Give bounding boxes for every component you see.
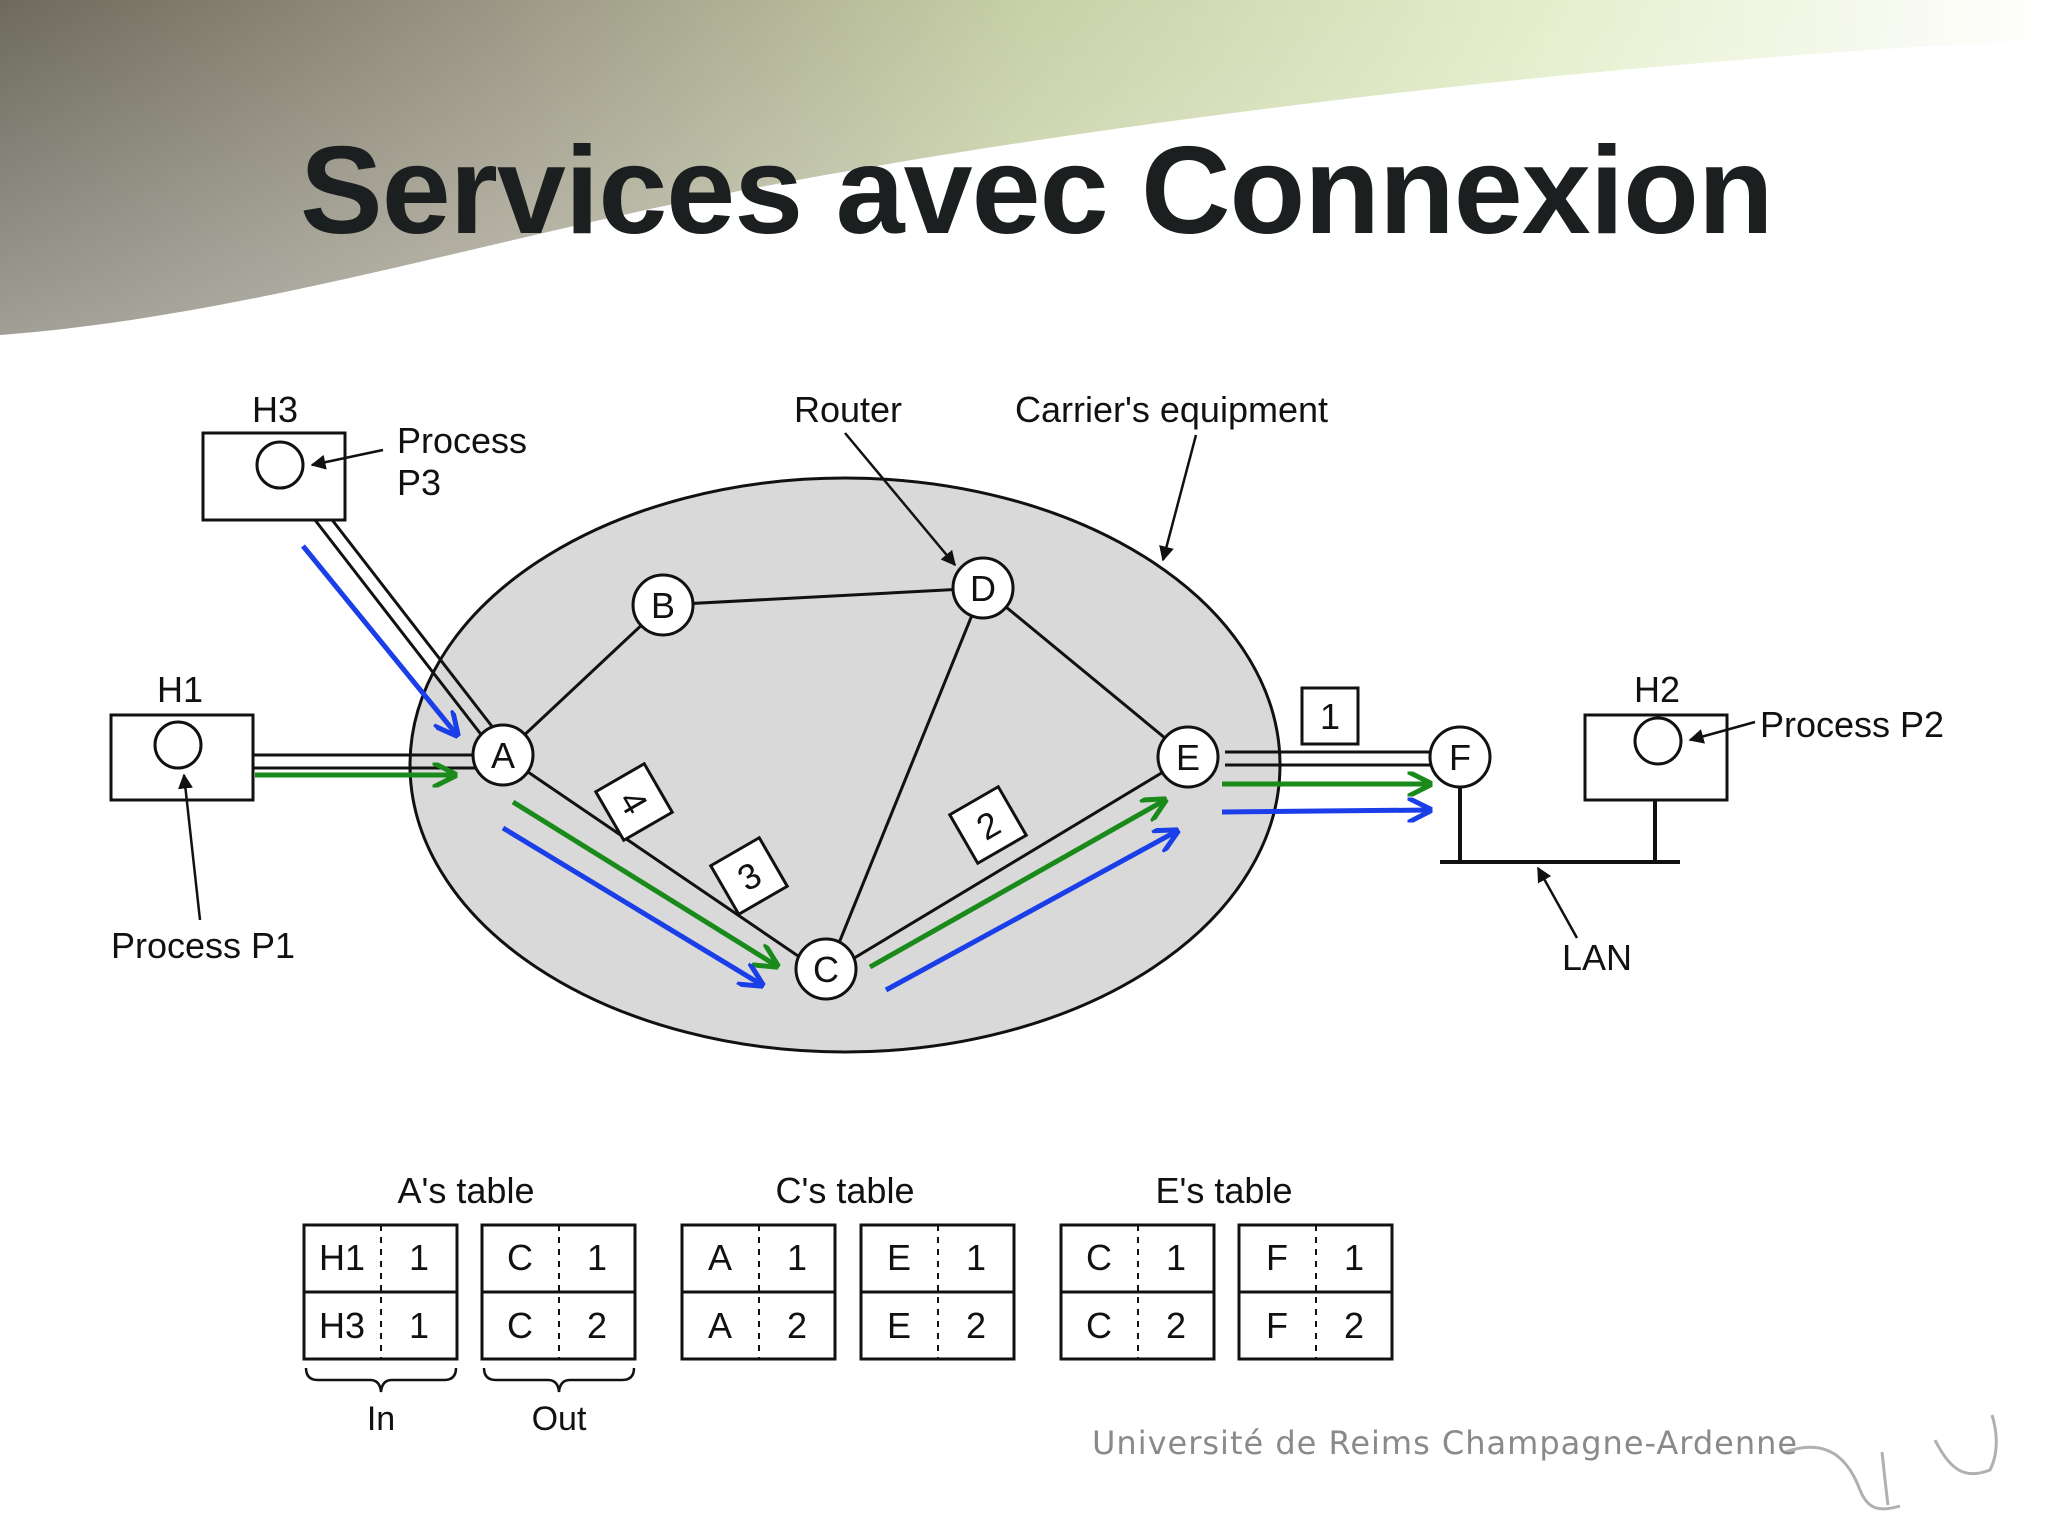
e-in-table: C 1 C 2 [1059,1223,1216,1361]
table-cell: 1 [409,1305,429,1346]
label-process-p2: Process P2 [1760,704,1944,745]
table-cell: C [507,1305,533,1346]
svg-text:E: E [1176,737,1200,778]
table-cell: 2 [1166,1305,1186,1346]
router-links [501,586,1189,977]
svg-text:C: C [813,949,839,990]
connection-1-arrows [255,775,1430,967]
table-cell: F [1266,1305,1288,1346]
c-out-table: E 1 E 2 [859,1223,1016,1361]
svg-text:D: D [970,568,996,609]
c-table-title: C's table [776,1170,915,1211]
label-process-p3-line1: Process [397,420,527,461]
out-label: Out [532,1400,587,1438]
packet-4: 4 [593,761,675,843]
routing-tables: A's table C's table E's table H1 1 H3 1 … [302,1170,1394,1438]
router-e: E [1156,725,1220,789]
table-cell: C [1086,1305,1112,1346]
table-cell: A [708,1305,732,1346]
university-footer-text: Université de Reims Champagne-Ardenne [1092,1424,1799,1462]
svg-text:A: A [491,735,515,776]
in-out-braces [304,1367,636,1393]
a-out-table: C 1 C 2 [480,1223,637,1361]
table-cell: 2 [1344,1305,1364,1346]
a-table-title: A's table [398,1170,535,1211]
table-cell: H1 [319,1237,365,1278]
router-f: F [1428,725,1492,789]
table-cell: C [1086,1237,1112,1278]
svg-text:F: F [1449,737,1471,778]
table-cell: E [887,1237,911,1278]
host-links [253,511,1438,770]
router-b: B [631,573,695,637]
table-cell: 1 [1166,1237,1186,1278]
table-cell: H3 [319,1305,365,1346]
label-h1: H1 [157,669,203,710]
table-cell: 2 [966,1305,986,1346]
c-in-table: A 1 A 2 [680,1223,837,1361]
label-process-p3-line2: P3 [397,462,441,503]
svg-text:B: B [651,585,675,626]
table-cell: 1 [409,1237,429,1278]
table-cell: 2 [587,1305,607,1346]
table-cell: 2 [787,1305,807,1346]
table-cell: A [708,1237,732,1278]
table-cell: C [507,1237,533,1278]
router-c: C [794,937,858,1001]
table-cell: 1 [966,1237,986,1278]
university-logo [1784,1414,1998,1511]
table-cell: 1 [787,1237,807,1278]
e-table-title: E's table [1156,1170,1293,1211]
router-a: A [471,723,535,787]
label-lan: LAN [1562,937,1632,978]
host-h2 [1583,713,1729,802]
table-cell: E [887,1305,911,1346]
lan-bus [1440,787,1680,864]
label-h3: H3 [252,389,298,430]
callout-pointers [178,432,1756,939]
connection-2-arrows [301,544,1430,993]
label-process-p1: Process P1 [111,925,295,966]
packet-1: 1 [1300,686,1360,746]
header-banner-image [0,0,2048,340]
svg-text:1: 1 [1320,696,1340,737]
router-d: D [951,556,1015,620]
a-in-table: H1 1 H3 1 [302,1223,459,1361]
host-h3 [201,431,347,522]
label-h2: H2 [1634,669,1680,710]
e-out-table: F 1 F 2 [1237,1223,1394,1361]
packet-3: 3 [708,835,790,917]
table-cell: 1 [587,1237,607,1278]
host-h1 [109,713,255,802]
table-cell: 1 [1344,1237,1364,1278]
slide-title: Services avec Connexion [300,122,1774,260]
packet-2: 2 [947,784,1029,866]
in-label: In [367,1400,395,1438]
label-router: Router [794,389,902,430]
table-cell: F [1266,1237,1288,1278]
label-carrier-equipment: Carrier's equipment [1015,389,1328,430]
